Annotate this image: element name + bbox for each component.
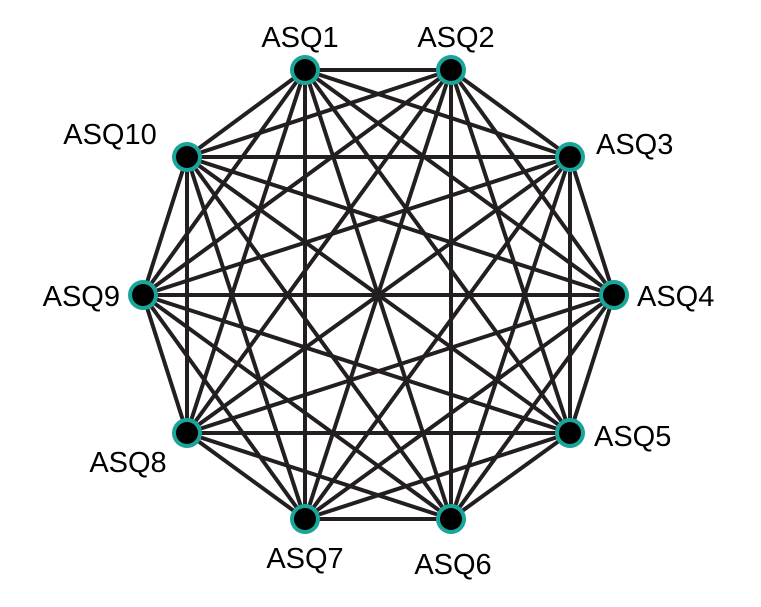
edges-layer <box>141 68 616 521</box>
node-core <box>440 59 462 81</box>
node-asq4 <box>599 280 629 310</box>
edge-asq4-asq10 <box>185 155 616 297</box>
edge-asq7-asq10 <box>185 155 307 521</box>
node-label-asq7: ASQ7 <box>266 543 343 575</box>
node-label-asq5: ASQ5 <box>594 421 671 453</box>
edge-asq4-asq7 <box>303 293 616 521</box>
edge-asq3-asq6 <box>449 155 572 521</box>
node-core <box>559 422 581 444</box>
node-asq2 <box>436 55 466 85</box>
node-label-asq2: ASQ2 <box>417 22 494 54</box>
node-asq3 <box>555 142 585 172</box>
node-label-asq1: ASQ1 <box>261 22 338 54</box>
node-label-asq6: ASQ6 <box>414 549 491 581</box>
edge-asq7-asq8 <box>185 431 307 521</box>
node-core <box>603 284 625 306</box>
edge-asq2-asq9 <box>141 68 453 297</box>
edge-asq4-asq8 <box>185 293 616 435</box>
edge-asq9-asq10 <box>141 155 189 297</box>
node-asq1 <box>290 55 320 85</box>
node-asq8 <box>172 418 202 448</box>
node-asq6 <box>436 504 466 534</box>
node-core <box>559 146 581 168</box>
edge-asq5-asq9 <box>141 293 572 435</box>
node-label-asq3: ASQ3 <box>596 129 673 161</box>
edge-asq1-asq10 <box>185 68 307 159</box>
node-label-asq9: ASQ9 <box>43 281 120 313</box>
node-core <box>176 146 198 168</box>
node-label-asq10: ASQ10 <box>63 119 157 151</box>
edge-asq3-asq4 <box>568 155 616 297</box>
node-core <box>132 284 154 306</box>
edge-asq1-asq4 <box>303 68 616 297</box>
node-asq7 <box>290 504 320 534</box>
edge-asq5-asq7 <box>303 431 572 521</box>
edge-asq2-asq3 <box>449 68 572 159</box>
edge-asq2-asq5 <box>449 68 572 435</box>
node-asq5 <box>555 418 585 448</box>
node-label-asq8: ASQ8 <box>89 447 166 479</box>
node-asq9 <box>128 280 158 310</box>
edge-asq8-asq9 <box>141 293 189 435</box>
edge-asq6-asq8 <box>185 431 453 521</box>
nodes-layer <box>128 55 629 534</box>
edge-asq5-asq10 <box>185 155 572 435</box>
node-core <box>440 508 462 530</box>
edge-asq5-asq6 <box>449 431 572 521</box>
edge-asq1-asq8 <box>185 68 307 435</box>
node-core <box>294 508 316 530</box>
edge-asq6-asq9 <box>141 293 453 521</box>
edge-asq2-asq10 <box>185 68 453 159</box>
node-label-asq4: ASQ4 <box>637 281 714 313</box>
edge-asq4-asq5 <box>568 293 616 435</box>
edge-asq3-asq9 <box>141 155 572 297</box>
node-core <box>294 59 316 81</box>
edge-asq6-asq10 <box>185 155 453 521</box>
edge-asq7-asq9 <box>141 293 307 521</box>
node-core <box>176 422 198 444</box>
node-asq10 <box>172 142 202 172</box>
